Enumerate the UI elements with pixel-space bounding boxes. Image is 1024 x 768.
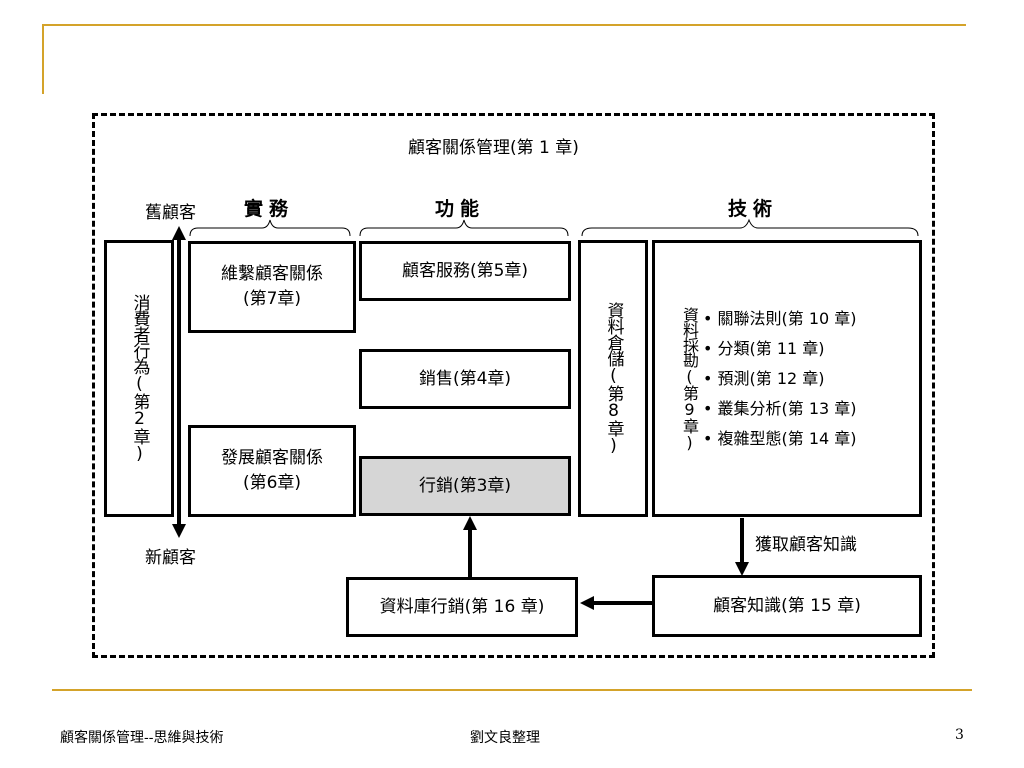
arrow-down-head: [172, 524, 186, 538]
box-maintain-relationship: 維繫顧客關係 (第7章): [188, 241, 356, 333]
crm-outer-frame: [92, 113, 935, 658]
consumer-behavior-text: 消費者行為(第2章): [129, 294, 150, 463]
box-data-mining: 資料採勘(第9章) • 關聯法則(第 10 章) • 分類(第 11 章) • …: [652, 240, 922, 517]
bottom-accent-line: [52, 689, 972, 691]
box-marketing: 行銷(第3章): [359, 456, 571, 516]
brace-technology: [581, 218, 919, 237]
data-mining-text: 資料採勘(第9章): [680, 306, 699, 451]
top-accent-line: [42, 24, 966, 26]
technique-clustering: • 叢集分析(第 13 章): [703, 399, 857, 419]
arrow-up-head: [172, 226, 186, 240]
crm-title: 顧客關係管理(第 1 章): [408, 138, 579, 158]
footer-author: 劉文良整理: [470, 730, 540, 746]
brace-function: [359, 219, 569, 237]
technique-prediction: • 預測(第 12 章): [703, 368, 825, 388]
left-accent-line: [42, 24, 44, 94]
new-customer-label: 新顧客: [145, 548, 196, 568]
box-customer-knowledge: 顧客知識(第 15 章): [652, 575, 922, 637]
footer-page-number: 3: [955, 727, 964, 743]
technique-complex-patterns: • 複雜型態(第 14 章): [703, 429, 857, 449]
box-sales: 銷售(第4章): [359, 349, 571, 409]
category-function: 功能: [435, 198, 486, 220]
box-develop-relationship: 發展顧客關係 (第6章): [188, 425, 356, 517]
category-practice: 實務: [244, 198, 295, 220]
knowledge-to-dbm-head: [580, 596, 594, 610]
data-warehouse-text: 資料倉儲(第8章): [603, 302, 624, 455]
dbm-to-marketing-head: [463, 516, 477, 530]
acquire-arrow-head: [735, 562, 749, 576]
brace-practice: [189, 219, 351, 237]
technique-list: • 關聯法則(第 10 章) • 分類(第 11 章) • 預測(第 12 章)…: [703, 307, 857, 451]
category-technology: 技術: [728, 198, 779, 220]
box-consumer-behavior: 消費者行為(第2章): [104, 240, 174, 517]
footer-course-title: 顧客關係管理--思維與技術: [60, 730, 224, 746]
technique-association-rules: • 關聯法則(第 10 章): [703, 308, 857, 328]
old-customer-label: 舊顧客: [145, 203, 196, 223]
technique-classification: • 分類(第 11 章): [703, 338, 825, 358]
box-customer-service: 顧客服務(第5章): [359, 241, 571, 301]
acquire-knowledge-label: 獲取顧客知識: [755, 535, 857, 555]
box-database-marketing: 資料庫行銷(第 16 章): [346, 577, 578, 637]
box-data-warehouse: 資料倉儲(第8章): [578, 240, 648, 517]
